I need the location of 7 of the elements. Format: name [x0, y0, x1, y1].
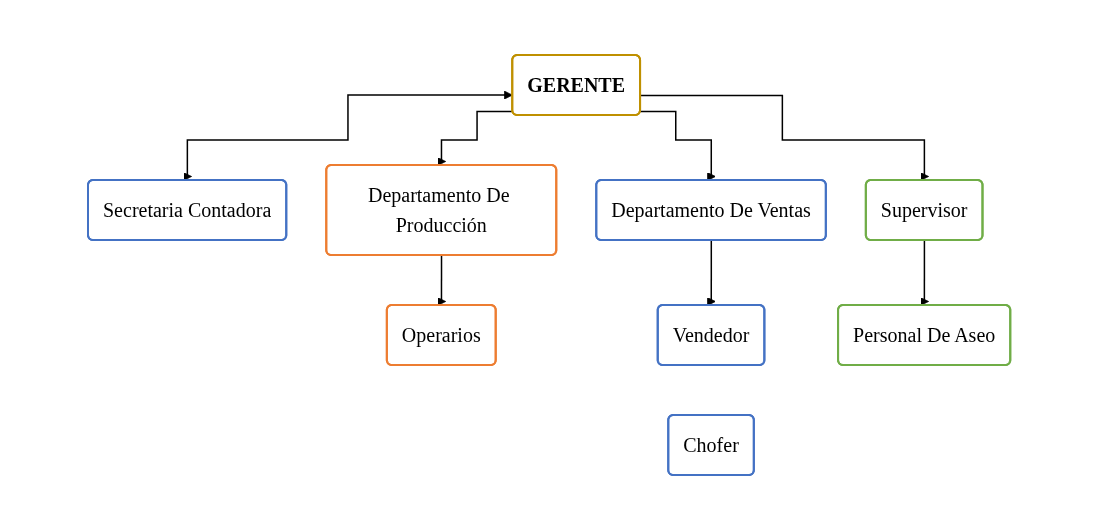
arrow [183, 90, 514, 181]
arrow [640, 110, 717, 181]
arrow [437, 110, 514, 166]
arrow [437, 254, 447, 306]
arrow [640, 94, 930, 181]
arrow [920, 239, 930, 306]
arrow [707, 239, 717, 306]
